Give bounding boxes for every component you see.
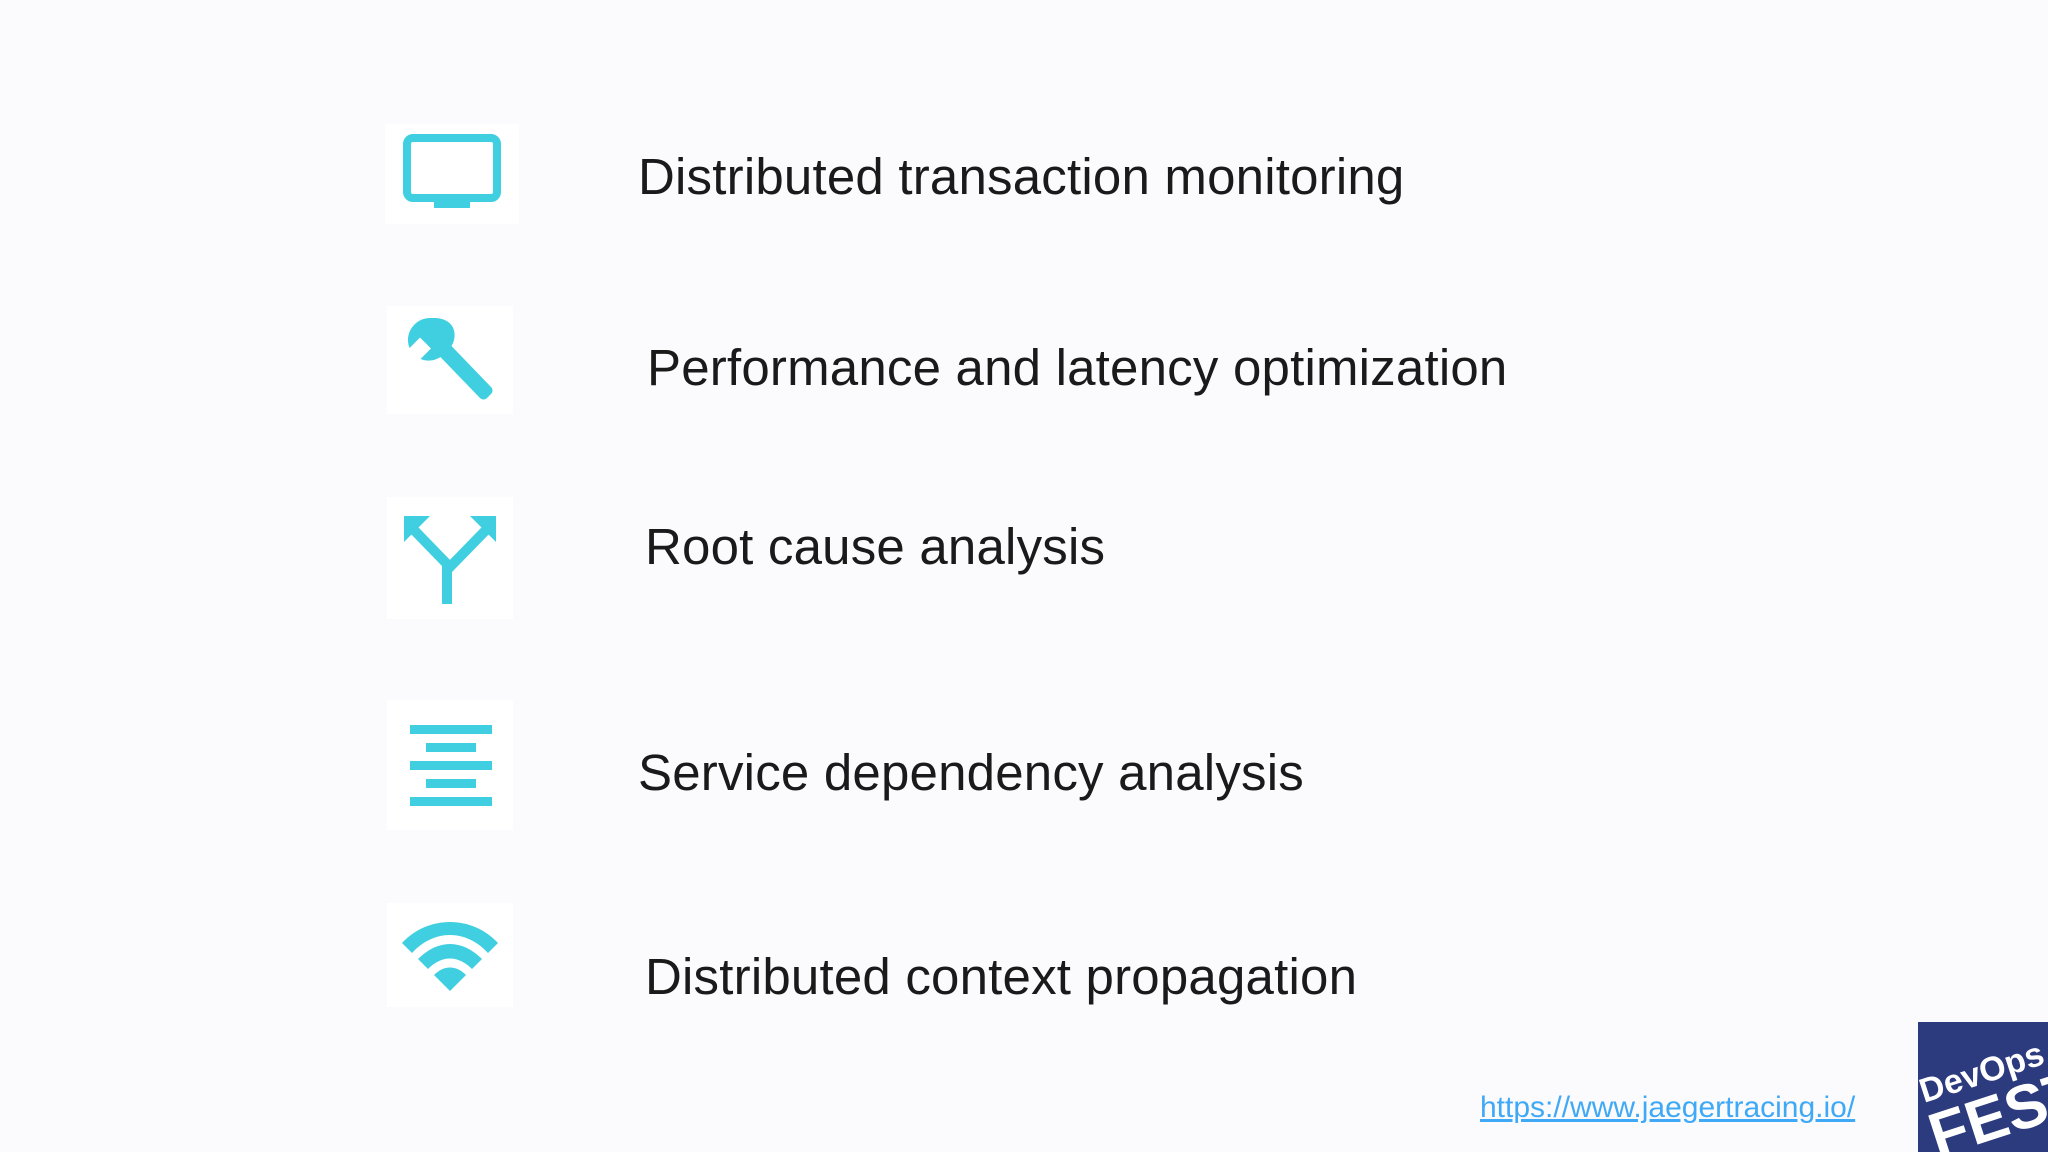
item-label-root-cause-analysis: Root cause analysis (645, 518, 1106, 575)
fork-arrows-icon (387, 497, 513, 619)
devops-fest-logo: DevOps FEST (1918, 1022, 2048, 1152)
item-label-service-dependency: Service dependency analysis (638, 744, 1304, 801)
monitor-icon (385, 124, 519, 224)
item-label-performance-optimization: Performance and latency optimization (647, 339, 1508, 396)
wifi-icon (387, 903, 513, 1007)
jaeger-website-link[interactable]: https://www.jaegertracing.io/ (1480, 1091, 1856, 1124)
wrench-icon (387, 306, 513, 414)
item-label-context-propagation: Distributed context propagation (645, 948, 1358, 1005)
item-label-transaction-monitoring: Distributed transaction monitoring (638, 148, 1405, 205)
align-center-icon (387, 700, 513, 830)
